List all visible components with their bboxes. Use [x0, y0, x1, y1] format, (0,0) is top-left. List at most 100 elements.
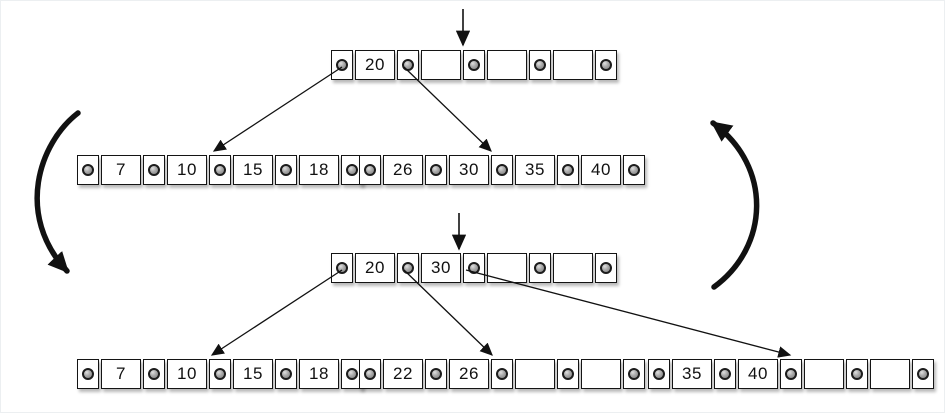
- pointer-dot-icon: [402, 59, 414, 71]
- pointer-dot-icon: [280, 164, 292, 176]
- pointer-slot: [623, 155, 645, 185]
- key-cell: 26: [383, 155, 423, 185]
- pointer-dot-icon: [148, 164, 160, 176]
- pointer-slot: [209, 155, 231, 185]
- pointer-slot: [425, 359, 447, 389]
- pointer-slot: [714, 359, 736, 389]
- pointer-dot-icon: [496, 368, 508, 380]
- key-cell: 7: [101, 359, 141, 389]
- pointer-dot-icon: [600, 59, 612, 71]
- pointer-slot: [77, 155, 99, 185]
- key-cell: 20: [355, 253, 395, 283]
- key-cell: 20: [355, 50, 395, 80]
- pointer-slot: [397, 253, 419, 283]
- key-cell: 18: [299, 359, 339, 389]
- pointer-dot-icon: [430, 164, 442, 176]
- pointer-slot: [595, 50, 617, 80]
- pointer-slot: [209, 359, 231, 389]
- pointer-dot-icon: [562, 368, 574, 380]
- key-cell: [487, 50, 527, 80]
- key-cell: 35: [515, 155, 555, 185]
- key-cell: [553, 253, 593, 283]
- key-cell: 40: [581, 155, 621, 185]
- pointer-slot: [143, 155, 165, 185]
- key-cell: 7: [101, 155, 141, 185]
- key-cell: 10: [167, 359, 207, 389]
- pointer-slot: [275, 359, 297, 389]
- pointer-dot-icon: [628, 368, 640, 380]
- key-cell: [804, 359, 844, 389]
- key-cell: 26: [449, 359, 489, 389]
- pointer-dot-icon: [653, 368, 665, 380]
- pointer-dot-icon: [600, 262, 612, 274]
- pointer-dot-icon: [336, 59, 348, 71]
- pointer-slot: [491, 359, 513, 389]
- key-cell: [870, 359, 910, 389]
- pointer-dot-icon: [534, 262, 546, 274]
- key-cell: 40: [738, 359, 778, 389]
- key-cell: 10: [167, 155, 207, 185]
- pointer-slot: [912, 359, 934, 389]
- pointer-slot: [623, 359, 645, 389]
- pointer-slot: [529, 50, 551, 80]
- pointer-dot-icon: [148, 368, 160, 380]
- pointer-arrow-after-left-child: [210, 269, 343, 356]
- pointer-slot: [529, 253, 551, 283]
- pointer-dot-icon: [917, 368, 929, 380]
- key-cell: [515, 359, 555, 389]
- key-cell: [421, 50, 461, 80]
- key-cell: 30: [421, 253, 461, 283]
- pointer-dot-icon: [214, 164, 226, 176]
- cycle-arrow-right: [710, 120, 760, 290]
- pointer-slot: [331, 253, 353, 283]
- pointer-slot: [557, 359, 579, 389]
- key-cell: [581, 359, 621, 389]
- pointer-dot-icon: [851, 368, 863, 380]
- pointer-dot-icon: [430, 368, 442, 380]
- pointer-dot-icon: [468, 262, 480, 274]
- pointer-dot-icon: [628, 164, 640, 176]
- pointer-slot: [275, 155, 297, 185]
- pointer-slot: [846, 359, 868, 389]
- pointer-slot: [780, 359, 802, 389]
- pointer-dot-icon: [214, 368, 226, 380]
- pointer-dot-icon: [402, 262, 414, 274]
- pointer-dot-icon: [364, 164, 376, 176]
- key-cell: 35: [672, 359, 712, 389]
- pointer-slot: [397, 50, 419, 80]
- pointer-slot: [491, 155, 513, 185]
- pointer-slot: [595, 253, 617, 283]
- pointer-slot: [463, 253, 485, 283]
- pointer-dot-icon: [82, 164, 94, 176]
- pointer-dot-icon: [534, 59, 546, 71]
- btree-leaf-after-right: 35 40: [648, 359, 934, 389]
- pointer-slot: [463, 50, 485, 80]
- cycle-arrow-left: [34, 110, 81, 274]
- pointer-dot-icon: [364, 368, 376, 380]
- pointer-slot: [77, 359, 99, 389]
- key-cell: [553, 50, 593, 80]
- pointer-slot: [331, 50, 353, 80]
- pointer-dot-icon: [82, 368, 94, 380]
- key-cell: [487, 253, 527, 283]
- pointer-dot-icon: [562, 164, 574, 176]
- pointer-slot: [648, 359, 670, 389]
- pointer-slot: [359, 359, 381, 389]
- pointer-dot-icon: [280, 368, 292, 380]
- pointer-dot-icon: [719, 368, 731, 380]
- pointer-dot-icon: [496, 164, 508, 176]
- pointer-slot: [359, 155, 381, 185]
- pointer-arrow-before-left-child: [212, 66, 343, 152]
- pointer-slot: [143, 359, 165, 389]
- pointer-slot: [341, 359, 363, 389]
- pointer-slot: [557, 155, 579, 185]
- btree-root-before: 20: [331, 50, 617, 80]
- pointer-dot-icon: [346, 368, 358, 380]
- pointer-dot-icon: [336, 262, 348, 274]
